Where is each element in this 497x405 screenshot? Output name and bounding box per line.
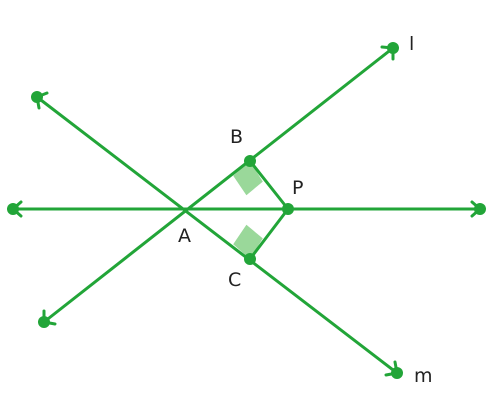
label-point-p: P <box>292 177 303 199</box>
segment-pb <box>248 159 290 211</box>
endpoint-m-lower <box>391 367 403 379</box>
label-point-b: B <box>230 126 243 148</box>
label-line-m: m <box>414 365 433 387</box>
segment-pc <box>248 207 290 261</box>
line-l <box>42 46 395 324</box>
point-p <box>282 203 294 215</box>
endpoint-m-upper <box>31 91 43 103</box>
point-b <box>244 155 256 167</box>
point-c <box>244 253 256 265</box>
right-angle-mark-c <box>233 224 263 259</box>
endpoint-l-upper <box>387 42 399 54</box>
arrowheads <box>11 45 482 377</box>
endpoint-l-lower <box>38 316 50 328</box>
endpoint-ap-right <box>474 203 486 215</box>
line-m <box>35 95 399 375</box>
label-point-a: A <box>178 225 191 247</box>
endpoint-ap-left <box>7 203 19 215</box>
label-point-c: C <box>228 269 241 291</box>
label-line-l: l <box>409 33 414 55</box>
